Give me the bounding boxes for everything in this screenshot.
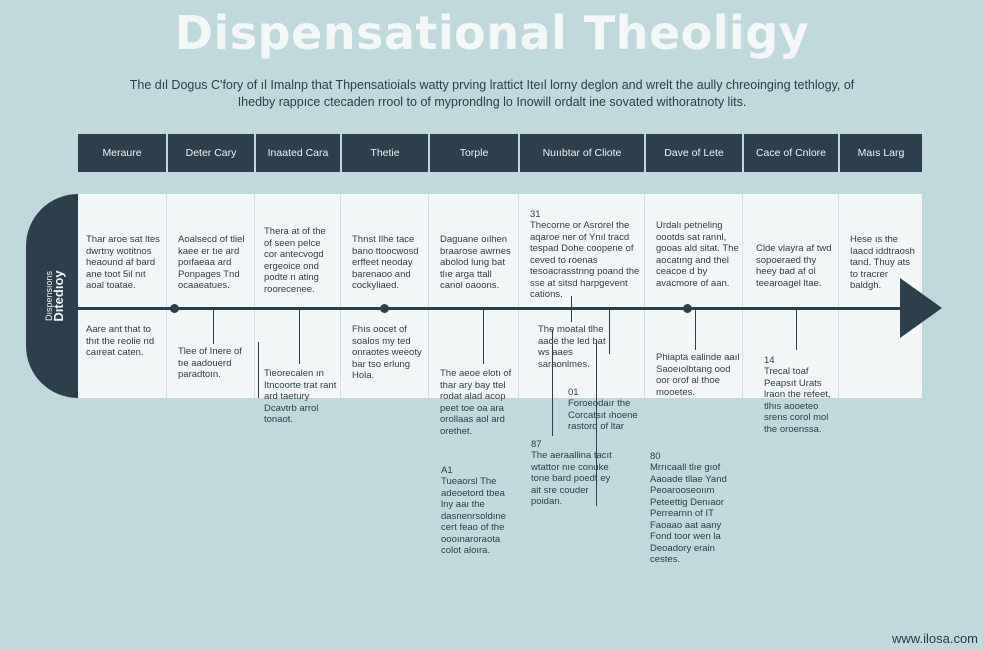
timeline-note: Clde vlayra af twd sopoeraed thy heey ba… (756, 243, 832, 289)
timeline-dot (380, 304, 389, 313)
column-header: Deter Cary (168, 134, 254, 172)
timeline-tick (571, 296, 572, 322)
note-tag: 01 (568, 387, 579, 398)
note-tag: A1 (441, 465, 453, 476)
timeline-note: Aare ant that to thıt the reolie nd caır… (86, 324, 155, 358)
column-header: Cace of Cnlore (744, 134, 838, 172)
timeline-tick (609, 310, 610, 354)
timeline-note: The moatal tlhe aace the led bat ws aaes… (538, 324, 606, 370)
column-divider (166, 194, 167, 398)
timeline-note: Fhıs oocet of soalos my ted onraotes wee… (352, 324, 422, 381)
timeline-side-cap (26, 194, 78, 398)
column-header: Nuııbtar of Cliote (520, 134, 644, 172)
column-header: Meraure (78, 134, 166, 172)
column-divider (742, 194, 743, 398)
timeline-tick (596, 340, 597, 506)
timeline-note: Thecorne or Asrorel the aqaroe ner of Yn… (530, 220, 640, 300)
timeline-tick (299, 310, 300, 364)
timeline-note: Tieorecalen ın Itncoorte trat rant ard t… (264, 368, 337, 425)
timeline-note: Foroeodaır the Corcatsıt ıhoene rastord … (568, 398, 638, 432)
timeline-tick (258, 342, 259, 398)
column-divider (428, 194, 429, 398)
timeline-tick (552, 330, 553, 436)
column-header: Inaated Cara (256, 134, 340, 172)
timeline-dot (683, 304, 692, 313)
timeline-note: The aeoe elotı of thar ary bay ttel roda… (440, 368, 512, 437)
timeline-note: Tueaorsl The adeoetord tbea lny aaı the … (441, 476, 506, 556)
column-header: Maıs Larg (840, 134, 922, 172)
side-label: Dıspensıons Dıtedıoy (44, 268, 66, 324)
timeline-note: Mrrıcaall tlıe gıof Aaoade tllae Yand Pe… (650, 462, 727, 565)
timeline-note: Trecal toaf Peapsıt Urats lraon the refe… (764, 366, 831, 435)
column-divider (644, 194, 645, 398)
page-title: Dispensational Theoligy (174, 6, 810, 60)
timeline-note: Urdalı petneling oootds sat rannl, gooas… (656, 220, 739, 289)
timeline-note: Thnst Ilhe tace bano ttoocwosd erffeet n… (352, 234, 419, 291)
note-tag: 80 (650, 451, 661, 462)
column-divider (518, 194, 519, 398)
column-header: Torple (430, 134, 518, 172)
column-divider (838, 194, 839, 398)
column-divider (254, 194, 255, 398)
note-tag: 87 (531, 439, 542, 450)
column-header-band: Meraure Deter Cary Inaated Cara Thetie T… (78, 134, 922, 172)
column-header: Thetie (342, 134, 428, 172)
column-divider (340, 194, 341, 398)
timeline-note: Aoalsecd of tliel kaee er tıe ard poıfae… (178, 234, 245, 291)
note-tag: 14 (764, 355, 775, 366)
timeline-note: Phiapta ealinde aaıl Saoeıolbtang ood oo… (656, 352, 740, 398)
timeline-note: Thar aroe sat ltes dwrtny wotitnos heaou… (86, 234, 160, 291)
timeline-tick (213, 310, 214, 344)
timeline-arrow-icon (900, 278, 942, 338)
watermark: www.ilosa.com (892, 631, 978, 646)
timeline-note: The aeraallina tacıt wtattor nıe conuke … (531, 450, 612, 507)
timeline-tick (695, 310, 696, 350)
timeline-note: Tlee of Inere of tıe aadouerd paradtoın. (178, 346, 242, 380)
side-label-big: Dıtedıoy (51, 270, 66, 322)
timeline-tick (483, 310, 484, 364)
note-tag: 31 (530, 209, 541, 220)
timeline-note: Hese ıs the Iaacd iddtraosh tand. Thuy a… (850, 234, 915, 291)
column-header: Dave of Lete (646, 134, 742, 172)
timeline-panel (78, 194, 922, 398)
timeline-dot (170, 304, 179, 313)
timeline-note: Thera at of the of seen pelce cor antecv… (264, 226, 326, 295)
page-subtitle: The dıl Dogus C'fory of ıl Imalnp that T… (129, 78, 855, 109)
timeline-tick (796, 310, 797, 350)
timeline-axis (78, 307, 902, 310)
timeline-note: Daguane oılhen braarose awrnes abolod lu… (440, 234, 511, 291)
